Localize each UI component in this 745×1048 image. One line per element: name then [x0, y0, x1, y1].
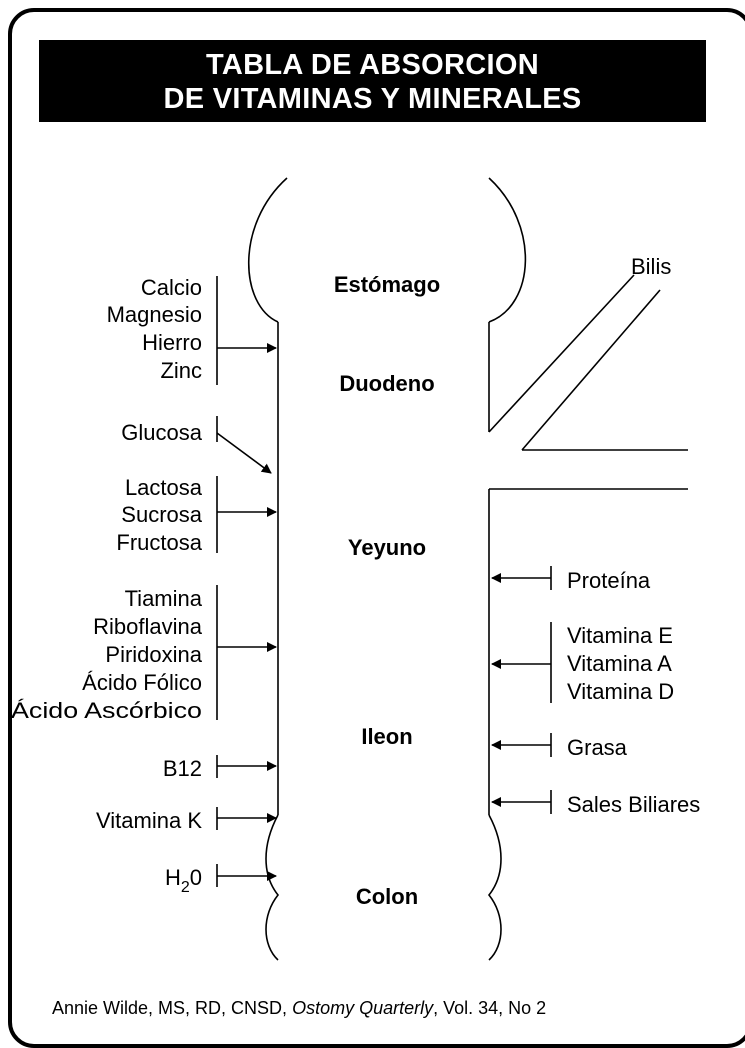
label-riboflavina: Riboflavina	[93, 614, 203, 639]
group-fat-soluble: Vitamina E Vitamina A Vitamina D	[491, 622, 674, 704]
title-line-2: DE VITAMINAS Y MINERALES	[163, 83, 582, 115]
label-proteina: Proteína	[567, 568, 651, 593]
label-acido-ascorbico: Ácido Ascórbico	[11, 698, 202, 723]
label-jejunum: Yeyuno	[348, 535, 426, 560]
group-protein: Proteína	[491, 566, 651, 593]
label-tiamina: Tiamina	[125, 586, 203, 611]
group-water: H20	[165, 864, 277, 896]
bile-duct-line-2	[521, 289, 661, 451]
label-stomach: Estómago	[334, 272, 440, 297]
label-bile: Bilis	[631, 254, 671, 279]
label-acido-folico: Ácido Fólico	[82, 670, 202, 695]
label-duodenum: Duodeno	[339, 371, 434, 396]
bile-duct-line-1	[488, 274, 635, 433]
group-fat: Grasa	[491, 733, 628, 760]
label-vitamina-k: Vitamina K	[96, 808, 202, 833]
label-sales-biliares: Sales Biliares	[567, 792, 700, 817]
label-colon: Colon	[356, 884, 418, 909]
citation-footer: Annie Wilde, MS, RD, CNSD, Ostomy Quarte…	[52, 998, 546, 1019]
group-sugars: Lactosa Sucrosa Fructosa	[116, 475, 277, 555]
citation-author: Annie Wilde, MS, RD, CNSD,	[52, 998, 293, 1018]
label-lactosa: Lactosa	[125, 475, 203, 500]
arrow-glucose	[216, 432, 272, 474]
label-b12: B12	[163, 756, 202, 781]
label-grasa: Grasa	[567, 735, 628, 760]
label-water: H20	[165, 865, 202, 896]
label-sucrosa: Sucrosa	[121, 502, 202, 527]
citation-journal: Ostomy Quarterly	[292, 998, 434, 1018]
group-b-vitamins: Tiamina Riboflavina Piridoxina Ácido Fól…	[11, 585, 277, 723]
label-fructosa: Fructosa	[116, 530, 202, 555]
label-magnesio: Magnesio	[107, 302, 202, 327]
title-line-1: TABLA DE ABSORCION	[206, 49, 539, 81]
group-minerals: Calcio Magnesio Hierro Zinc	[107, 275, 277, 385]
colon-right-wall	[487, 814, 502, 961]
stomach-right-wall	[488, 177, 527, 323]
title-banner: TABLA DE ABSORCION DE VITAMINAS Y MINERA…	[39, 40, 706, 122]
group-b12: B12	[163, 755, 277, 781]
group-bile-salts: Sales Biliares	[491, 790, 700, 817]
label-zinc: Zinc	[160, 358, 202, 383]
label-vitamina-d: Vitamina D	[567, 679, 674, 704]
label-piridoxina: Piridoxina	[105, 642, 202, 667]
label-calcio: Calcio	[141, 275, 202, 300]
label-vitamina-e: Vitamina E	[567, 623, 673, 648]
stomach-left-wall	[247, 177, 288, 323]
label-glucosa: Glucosa	[121, 420, 202, 445]
label-vitamina-a: Vitamina A	[567, 651, 672, 676]
label-ileum: Ileon	[361, 724, 412, 749]
colon-left-wall	[265, 814, 280, 961]
group-vitamin-k: Vitamina K	[96, 807, 277, 833]
citation-issue: , Vol. 34, No 2	[433, 998, 547, 1018]
group-glucose: Glucosa	[121, 416, 272, 474]
label-hierro: Hierro	[142, 330, 202, 355]
